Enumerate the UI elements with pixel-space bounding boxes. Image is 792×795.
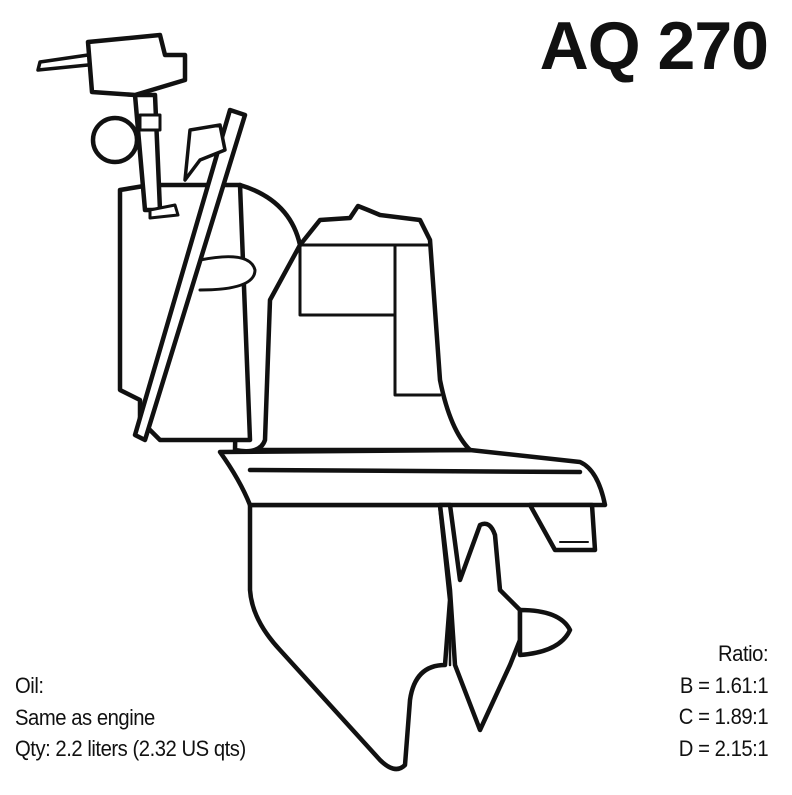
prop-cone	[517, 607, 573, 658]
ratio-label: Ratio:	[717, 641, 769, 666]
gear-housing	[247, 465, 453, 772]
ratio-b: B = 1.61:1	[679, 672, 769, 698]
steering-bracket	[183, 123, 227, 182]
oil-info: Oil: Same as engine Qty: 2.2 liters (2.3…	[15, 670, 246, 765]
oil-label: Oil:	[15, 673, 44, 698]
trim-tab	[527, 502, 598, 553]
upper-housing	[257, 203, 473, 453]
transom-plate	[132, 107, 248, 443]
cable	[36, 53, 90, 72]
propeller	[437, 502, 523, 733]
cavitation-plate	[217, 447, 608, 508]
ratio-info: Ratio: B = 1.61:1 C = 1.89:1 D = 2.15:1	[678, 638, 769, 764]
control-box	[85, 32, 188, 98]
steering-wheel	[90, 115, 140, 165]
ratio-c: C = 1.89:1	[678, 704, 769, 729]
ratio-d: D = 2.15:1	[678, 735, 769, 761]
oil-quantity: Qty: 2.2 liters (2.32 US qts)	[15, 736, 246, 761]
model-title: AQ 270	[539, 8, 769, 84]
oil-type: Same as engine	[15, 704, 155, 730]
gimbal-housing	[232, 182, 303, 454]
